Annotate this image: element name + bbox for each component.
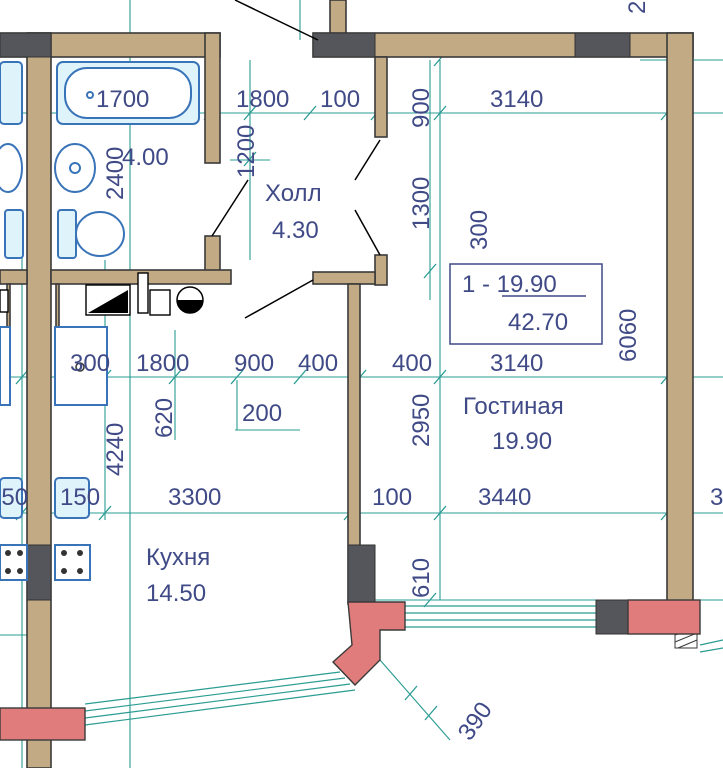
fixtures (0, 61, 204, 581)
dim-edge-mid: 3 (710, 484, 723, 511)
living-name: Гостиная (463, 393, 564, 420)
stove-icon (54, 544, 91, 581)
sink-icon (54, 143, 96, 193)
hall-name: Холл (265, 180, 322, 207)
dim-400-a: 400 (298, 350, 338, 377)
dim-900: 900 (408, 88, 435, 128)
dim-200: 200 (242, 400, 282, 427)
bath-area: 4.00 (122, 144, 169, 171)
doors (211, 0, 381, 319)
dim-300-mid: 300 (70, 350, 110, 377)
summary-line-2: 42.70 (508, 309, 568, 336)
hall-area: 4.30 (272, 217, 319, 244)
dim-3300: 3300 (168, 484, 221, 511)
dim-6060: 6060 (615, 309, 642, 362)
dim-1800-top: 1800 (236, 86, 289, 113)
dim-400-b: 400 (392, 350, 432, 377)
summary-line-1: 1 - 19.90 (462, 271, 557, 298)
dim-1700: 1700 (96, 86, 149, 113)
dim-900-mid: 900 (234, 350, 274, 377)
dim-610: 610 (408, 558, 435, 598)
dim-1200: 1200 (233, 125, 260, 178)
dim-1800-mid: 1800 (136, 350, 189, 377)
toilet-icon (57, 209, 77, 259)
living-area: 19.90 (492, 428, 552, 455)
windows (84, 605, 723, 726)
dim-3440: 3440 (478, 484, 531, 511)
summary-box (449, 263, 603, 345)
dim-edge-top: 2 (624, 1, 651, 14)
dim-2950: 2950 (408, 394, 435, 447)
kitchen-sink-icon (54, 326, 108, 406)
dim-2400: 2400 (102, 147, 129, 200)
dim-1300: 1300 (408, 177, 435, 230)
kitchen-name: Кухня (146, 544, 210, 571)
dim-390: 390 (453, 697, 498, 745)
dim-150: 150 (60, 484, 100, 511)
kitchen-area: 14.50 (146, 580, 206, 607)
dim-100-top: 100 (320, 86, 360, 113)
utility-shafts-icon (0, 272, 204, 316)
dim-300-vert: 300 (466, 210, 493, 250)
dim-100-mid: 100 (372, 484, 412, 511)
dim-3140-mid: 3140 (490, 350, 543, 377)
dim-150-left: 150 (0, 484, 28, 511)
dim-4240: 4240 (102, 423, 129, 476)
walls (0, 0, 701, 768)
dim-3140-top: 3140 (490, 86, 543, 113)
dim-620: 620 (151, 398, 178, 438)
